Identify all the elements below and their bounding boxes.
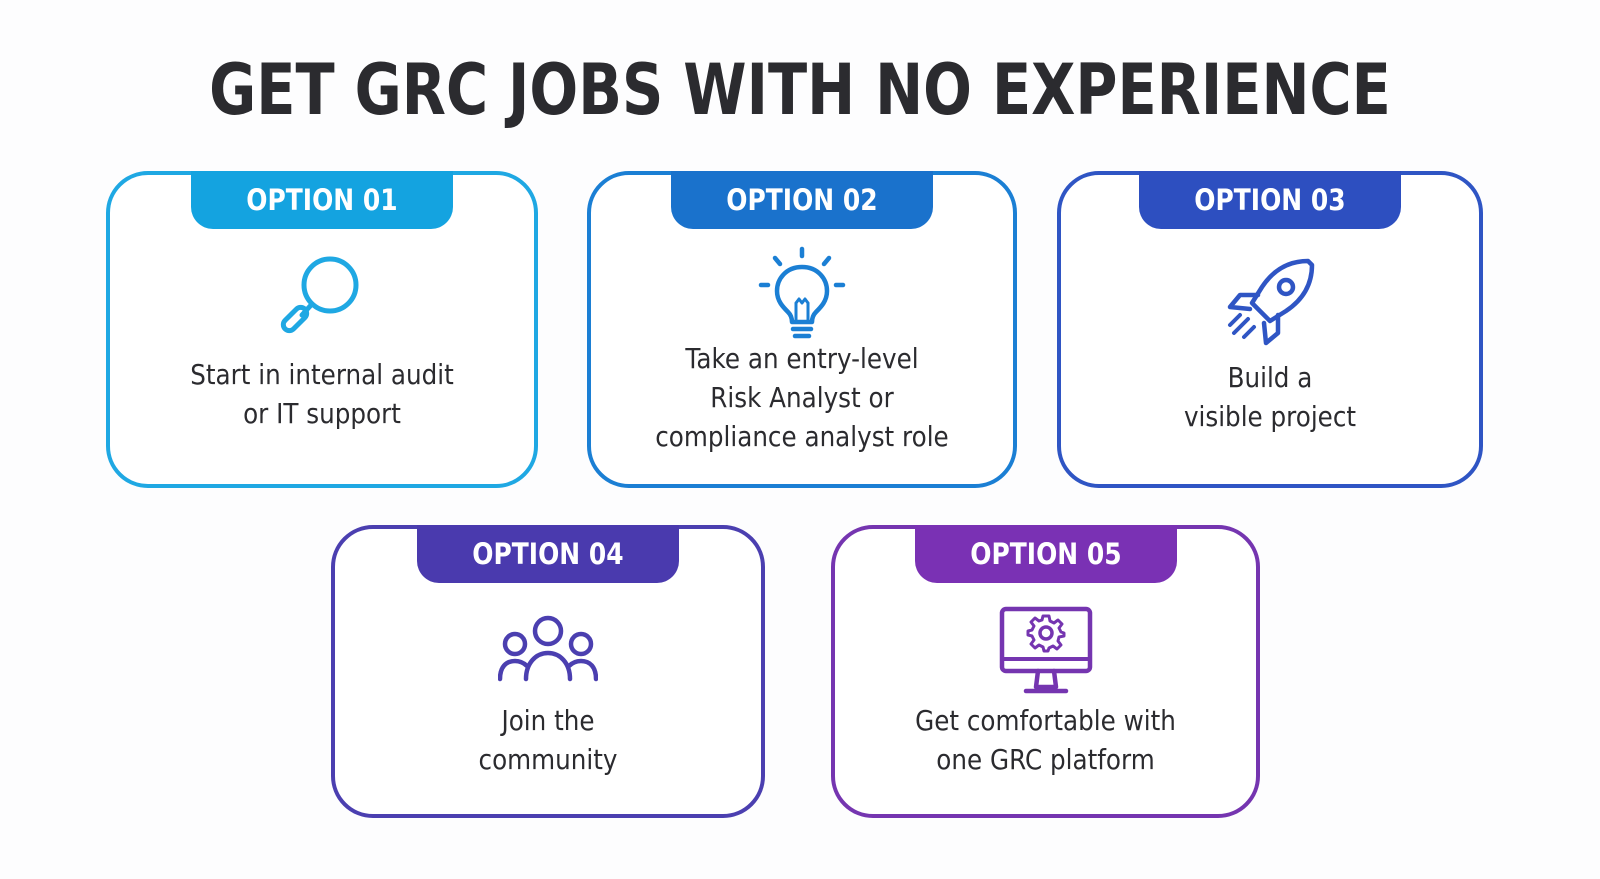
option-label-03: OPTION 03	[1194, 183, 1346, 217]
option-card-04: OPTION 04 Join the community	[331, 525, 765, 818]
magnifier-icon	[272, 247, 372, 347]
option-text-04-line-2: community	[478, 743, 618, 776]
option-text-02: Take an entry-level Risk Analyst or comp…	[591, 339, 1013, 456]
option-text-05-line-2: one GRC platform	[936, 743, 1155, 776]
option-card-03: OPTION 03 Build a visible project	[1057, 171, 1483, 488]
option-tab-02: OPTION 02	[671, 171, 933, 229]
option-text-04: Join the community	[335, 701, 761, 779]
option-card-05: OPTION 05 Get comfortable with one GRC p…	[831, 525, 1260, 818]
option-text-01-line-2: or IT support	[243, 397, 401, 430]
option-label-05: OPTION 05	[969, 537, 1122, 571]
option-label-01: OPTION 01	[246, 183, 398, 217]
lightbulb-icon	[752, 245, 852, 345]
option-text-05: Get comfortable with one GRC platform	[835, 701, 1256, 779]
option-tab-03: OPTION 03	[1139, 171, 1401, 229]
option-text-02-line-1: Take an entry-level	[685, 342, 919, 375]
option-text-05-line-1: Get comfortable with	[915, 704, 1176, 737]
option-text-03-line-1: Build a	[1227, 361, 1313, 394]
option-text-01: Start in internal audit or IT support	[110, 355, 534, 433]
option-text-02-line-3: compliance analyst role	[655, 420, 949, 453]
community-icon	[498, 609, 598, 709]
option-tab-01: OPTION 01	[191, 171, 453, 229]
option-text-01-line-1: Start in internal audit	[190, 358, 454, 391]
option-text-03: Build a visible project	[1061, 358, 1479, 436]
rocket-icon	[1220, 253, 1320, 353]
option-label-02: OPTION 02	[726, 183, 878, 217]
option-text-02-line-2: Risk Analyst or	[710, 381, 894, 414]
monitor-gear-icon	[996, 603, 1096, 703]
option-label-04: OPTION 04	[472, 537, 624, 571]
option-card-02: OPTION 02 Take an entry-level Risk Analy…	[587, 171, 1017, 488]
option-tab-05: OPTION 05	[914, 525, 1177, 583]
option-card-01: OPTION 01 Start in internal audit or IT …	[106, 171, 538, 488]
option-tab-04: OPTION 04	[417, 525, 679, 583]
option-text-04-line-1: Join the	[501, 704, 595, 737]
option-text-03-line-2: visible project	[1183, 400, 1357, 433]
page-title: GET GRC JOBS WITH NO EXPERIENCE	[209, 49, 1391, 131]
